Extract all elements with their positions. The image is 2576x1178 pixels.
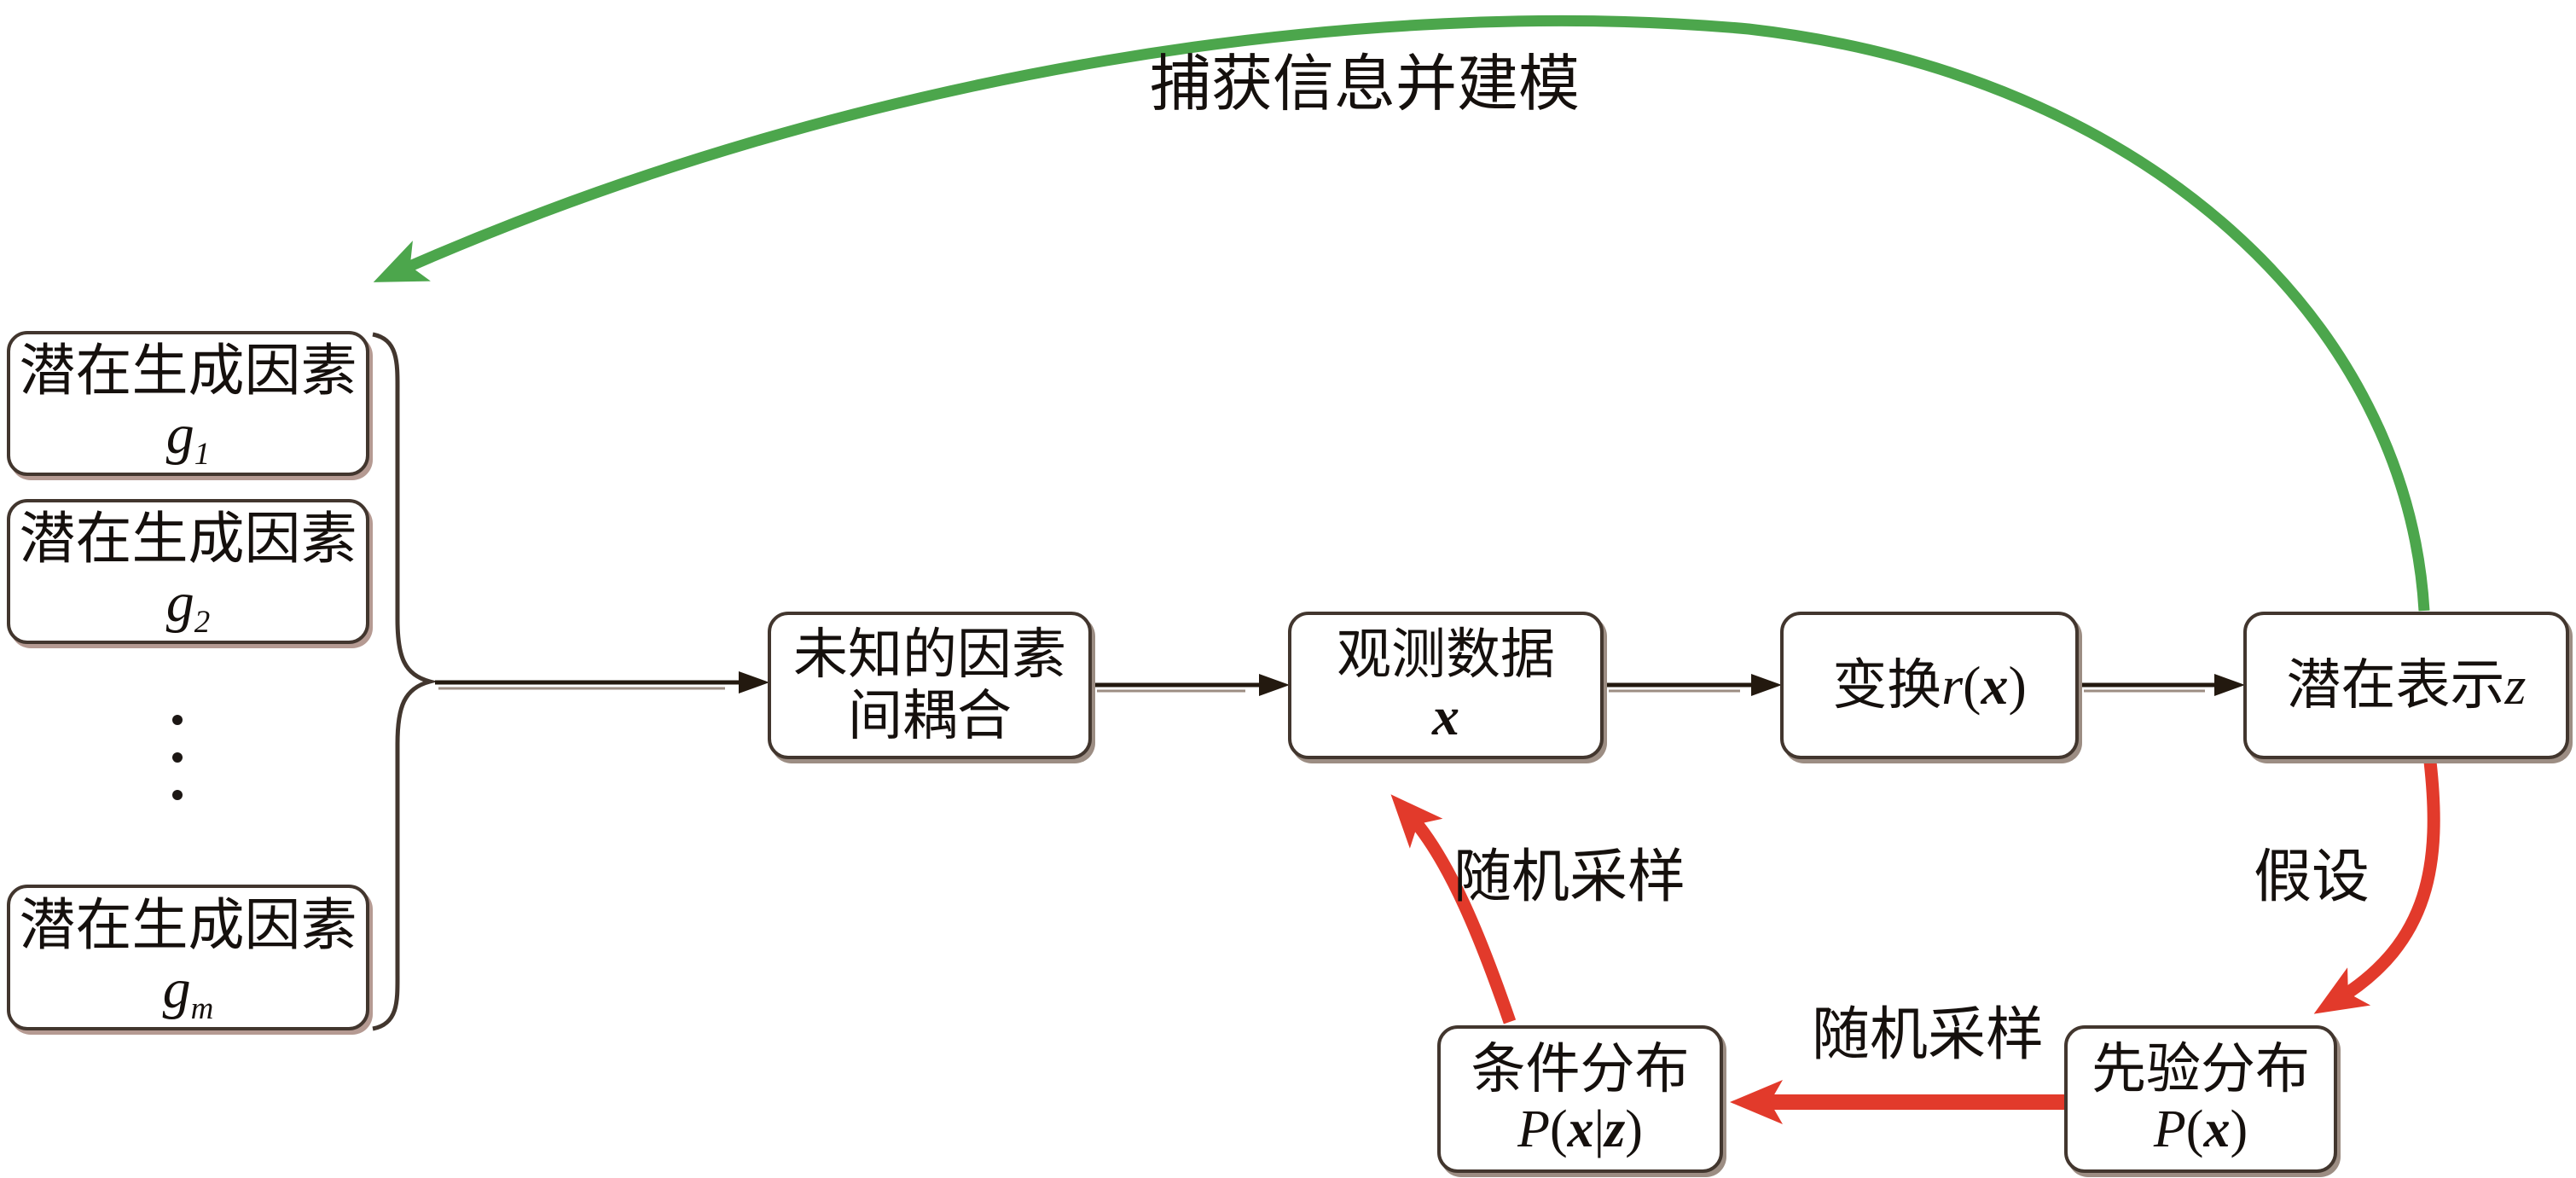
coupling-line2: 间耦合 bbox=[848, 685, 1012, 746]
observed-line1: 观测数据 bbox=[1337, 624, 1555, 685]
random-sampling-label-upper: 随机采样 bbox=[1453, 844, 1685, 909]
latent-representation-box: 潜在表示z bbox=[2243, 612, 2569, 759]
latent-factor-box-1: 潜在生成因素g1 bbox=[7, 331, 369, 476]
latent-factor-box-2: 潜在生成因素g2 bbox=[7, 499, 369, 644]
latent-factor-label: 潜在生成因素gm bbox=[19, 894, 357, 1025]
random-sampling-label-lower: 随机采样 bbox=[1811, 1002, 2044, 1067]
prior-distribution-box: 先验分布 P(x) bbox=[2064, 1025, 2337, 1173]
left-group-brace bbox=[372, 332, 438, 1031]
observed-variable: x bbox=[1432, 685, 1459, 746]
arrow-capture-model bbox=[373, 15, 2430, 612]
prior-formula: P(x) bbox=[2153, 1100, 2248, 1158]
ellipsis-dot bbox=[172, 790, 183, 800]
conditional-formula: P(x|z) bbox=[1517, 1100, 1643, 1158]
conditional-line1: 条件分布 bbox=[1471, 1038, 1690, 1100]
conditional-distribution-box: 条件分布 P(x|z) bbox=[1437, 1025, 1723, 1173]
latent-factor-label: 潜在生成因素g1 bbox=[19, 340, 357, 471]
observed-data-box: 观测数据 x bbox=[1288, 612, 1604, 759]
ellipsis-dot bbox=[172, 715, 183, 725]
coupling-line1: 未知的因素 bbox=[793, 624, 1066, 685]
arrow-latent-to-prior bbox=[2313, 761, 2440, 1014]
prior-line1: 先验分布 bbox=[2092, 1038, 2310, 1100]
latent-representation-label: 潜在表示z bbox=[2286, 654, 2527, 716]
transform-box: 变换r(x) bbox=[1780, 612, 2079, 759]
latent-factor-box-m: 潜在生成因素gm bbox=[7, 885, 369, 1030]
hypothesis-label: 假设 bbox=[2253, 844, 2370, 909]
arrow-conditional-to-observed bbox=[1390, 794, 1517, 1024]
vertical-ellipsis bbox=[167, 715, 188, 800]
coupling-box: 未知的因素 间耦合 bbox=[768, 612, 1092, 759]
transform-label: 变换r(x) bbox=[1832, 654, 2027, 716]
capture-model-label: 捕获信息并建模 bbox=[1149, 50, 1580, 119]
ellipsis-dot bbox=[172, 752, 183, 763]
latent-factor-label: 潜在生成因素g2 bbox=[19, 508, 357, 639]
